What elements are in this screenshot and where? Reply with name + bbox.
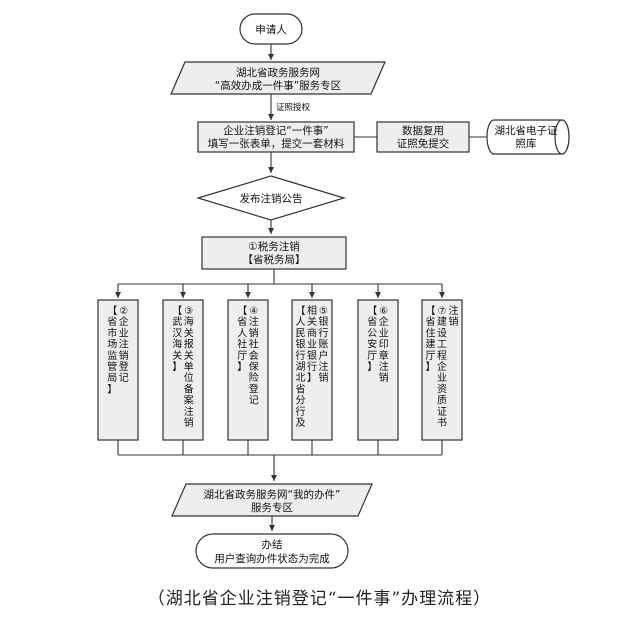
register-line-1: 企业注销登记“一件事”: [223, 124, 328, 137]
portal-line-2: “高效办成一件事”服务专区: [215, 79, 341, 92]
figure-caption: （湖北省企业注销登记“一件事”办理流程）: [147, 589, 492, 609]
flowchart: 申请人 湖北省政务服务网 “高效办成一件事”服务专区 证照授权 企业注销登记“一…: [97, 13, 570, 569]
auth-label: 证照授权: [276, 102, 311, 113]
branch-box: [97, 299, 139, 441]
branch-agency: 相关商业银行】: [307, 304, 317, 384]
portal-line-1: 湖北省政务服务网: [236, 66, 320, 79]
end-line-1: 办结: [262, 538, 283, 551]
tax-node: ①税务注销 【省税务局】: [201, 236, 347, 270]
branch-agency: 【省公安厅】: [367, 305, 377, 373]
reuse-line-1: 数据复用: [402, 124, 444, 137]
reuse-node: 数据复用 证照免提交: [376, 121, 470, 153]
branch-box: [421, 299, 463, 441]
branch-box: [291, 299, 333, 441]
end-line-2: 用户查询办件状态为完成: [214, 552, 330, 565]
branch-agency: 【人民银行湖北省分行及: [296, 305, 306, 429]
my-service-line-2: 服务专区: [251, 501, 293, 514]
start-node: 申请人: [239, 13, 303, 45]
decision-node: 发布注销公告: [195, 175, 347, 221]
reuse-line-2: 证照免提交: [397, 137, 450, 150]
tax-line-1: ①税务注销: [248, 240, 299, 253]
tax-line-2: 【省税务局】: [243, 253, 306, 266]
portal-node: 湖北省政务服务网 “高效办成一件事”服务专区: [170, 61, 386, 95]
my-service-line-1: 湖北省政务服务网“我的办件”: [204, 488, 341, 501]
decision-label: 发布注销公告: [240, 192, 303, 205]
library-line-1: 湖北省电子证: [495, 124, 558, 137]
register-line-2: 填写一张表单，提交一套材料: [208, 137, 345, 150]
branch-box: [162, 299, 204, 441]
branch-agency: 【省市场监管局】: [107, 305, 117, 395]
branch-title: 注销: [449, 304, 459, 328]
branch-agency: 【省人社厅】: [237, 305, 247, 373]
library-line-2: 照库: [516, 137, 537, 150]
start-label: 申请人: [255, 23, 287, 36]
library-node: 湖北省电子证 照库: [486, 119, 570, 155]
my-service-node: 湖北省政务服务网“我的办件” 服务专区: [171, 483, 373, 517]
branch-agency: 【武汉海关】: [172, 305, 182, 373]
branch-box: [357, 299, 399, 441]
register-node: 企业注销登记“一件事” 填写一张表单，提交一套材料: [197, 121, 355, 153]
branch-agency: 【省住建厅】: [426, 305, 436, 373]
end-node: 办结 用户查询办件状态为完成: [195, 533, 349, 569]
branch-box: [227, 299, 269, 441]
